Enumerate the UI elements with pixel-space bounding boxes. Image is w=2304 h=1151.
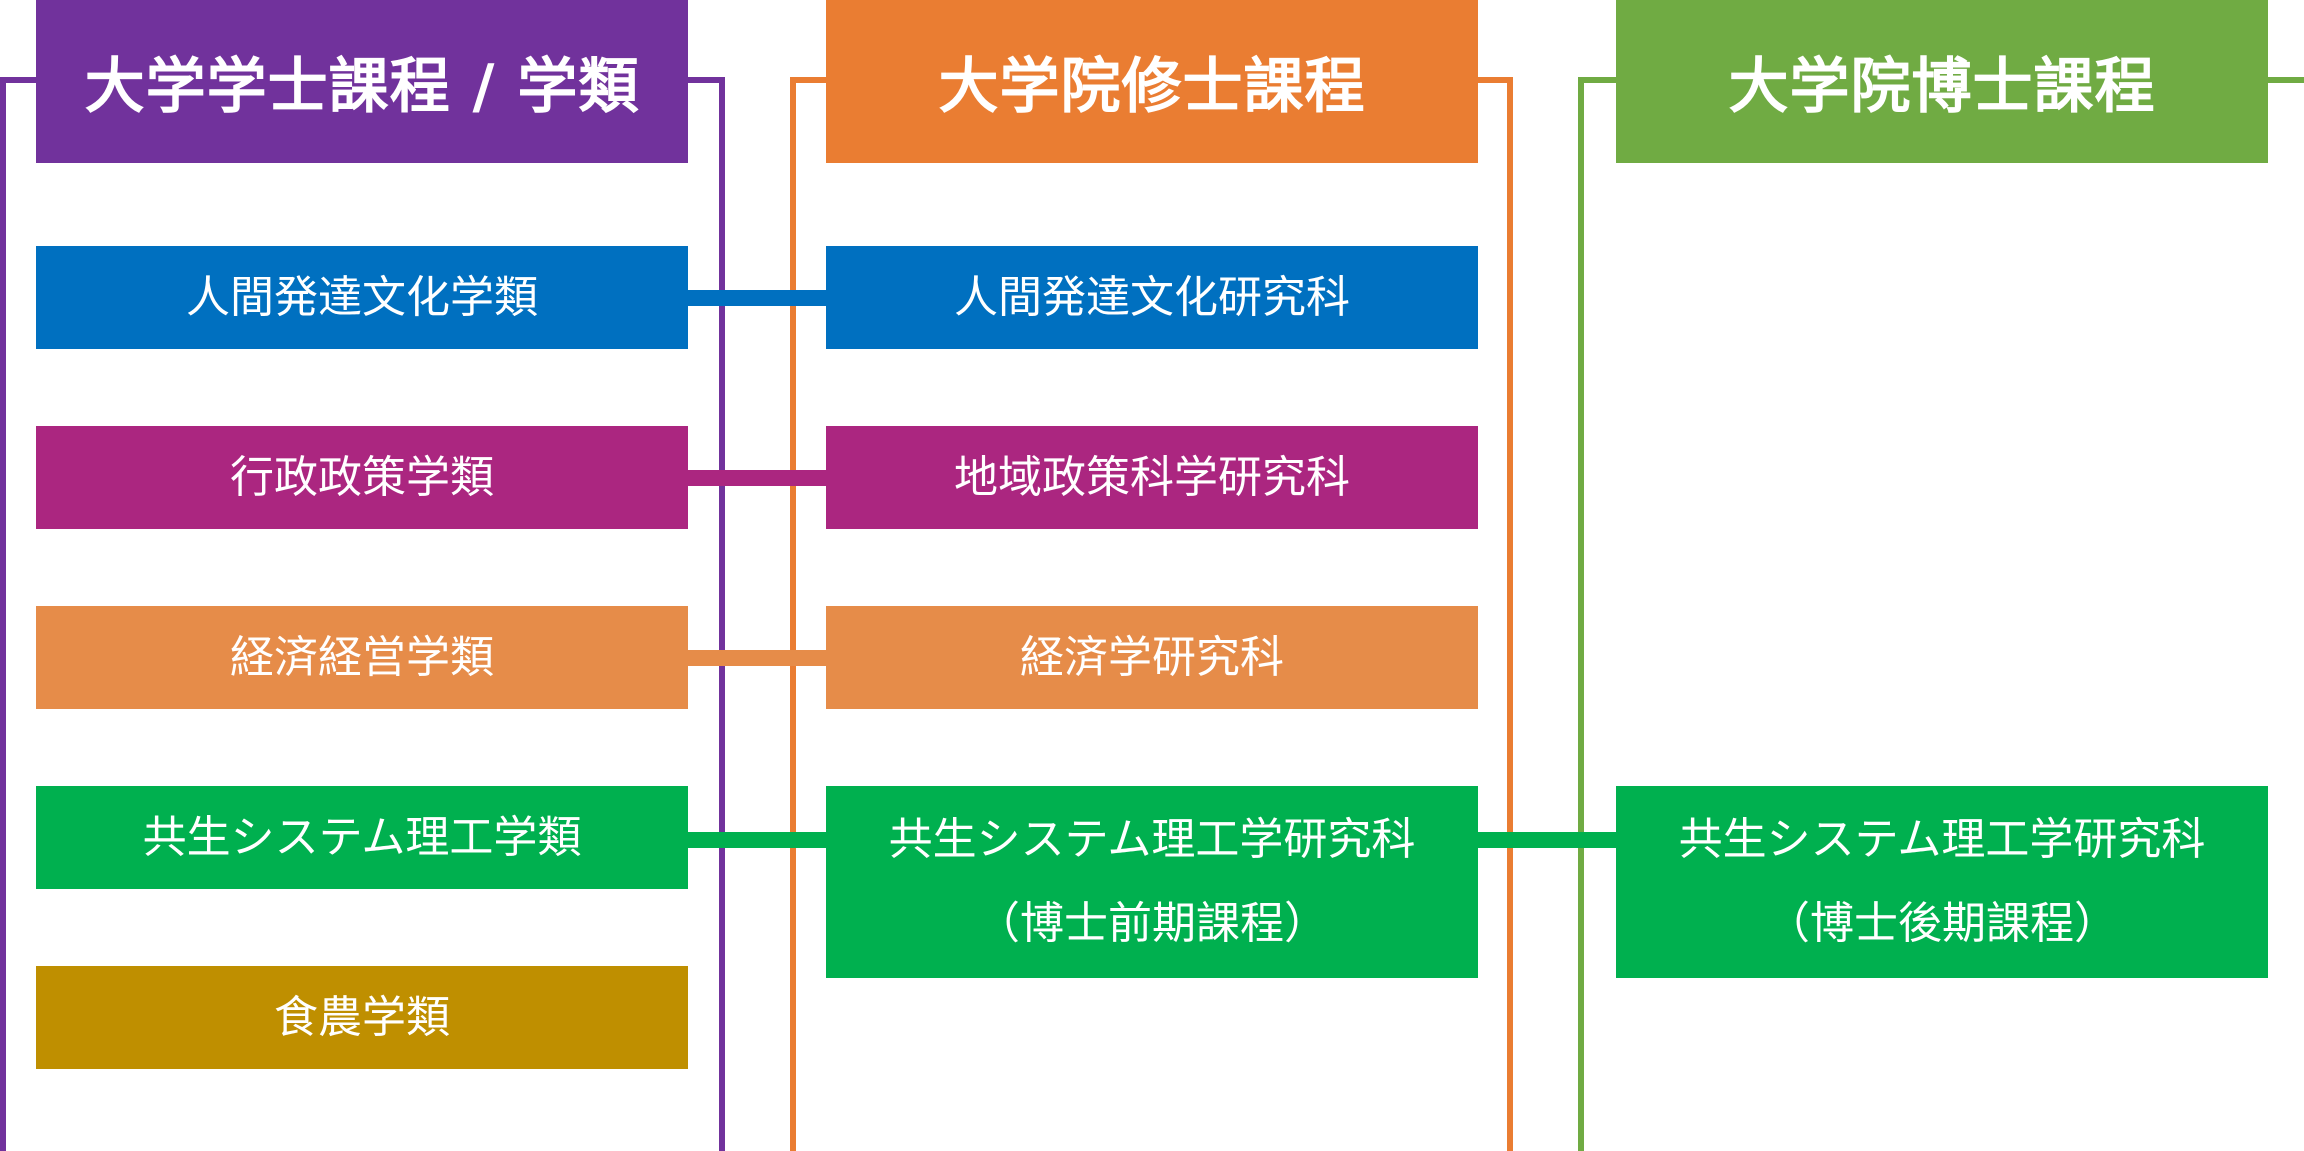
master-human-development: 人間発達文化研究科	[826, 246, 1478, 349]
undergrad-administration-policy: 行政政策学類	[36, 426, 688, 529]
undergrad-economics-business: 経済経営学類	[36, 606, 688, 709]
undergrad-symbiotic-systems: 共生システム理工学類	[36, 786, 688, 889]
doctor-column-header: 大学院博士課程	[1616, 0, 2268, 163]
doctor-symbiotic-systems-course: （博士後期課程）	[1766, 898, 2118, 949]
master-symbiotic-systems-course: （博士前期課程）	[976, 898, 1328, 949]
master-column-header: 大学院修士課程	[826, 0, 1478, 163]
connector-policy	[688, 470, 828, 486]
master-regional-policy: 地域政策科学研究科	[826, 426, 1478, 529]
connector-science-master-doctor	[1476, 832, 1616, 848]
connector-econ	[688, 650, 828, 666]
master-symbiotic-systems: 共生システム理工学研究科 （博士前期課程）	[826, 786, 1478, 978]
doctor-column-frame	[1578, 77, 2304, 1151]
undergrad-human-development: 人間発達文化学類	[36, 246, 688, 349]
master-symbiotic-systems-name: 共生システム理工学研究科	[888, 814, 1416, 866]
connector-human	[688, 290, 828, 306]
master-economics: 経済学研究科	[826, 606, 1478, 709]
undergrad-column-header: 大学学士課程 / 学類	[36, 0, 688, 163]
connector-science-undergrad-master	[688, 832, 828, 848]
undergrad-food-agriculture: 食農学類	[36, 966, 688, 1069]
doctor-symbiotic-systems: 共生システム理工学研究科 （博士後期課程）	[1616, 786, 2268, 978]
doctor-symbiotic-systems-name: 共生システム理工学研究科	[1678, 814, 2206, 866]
